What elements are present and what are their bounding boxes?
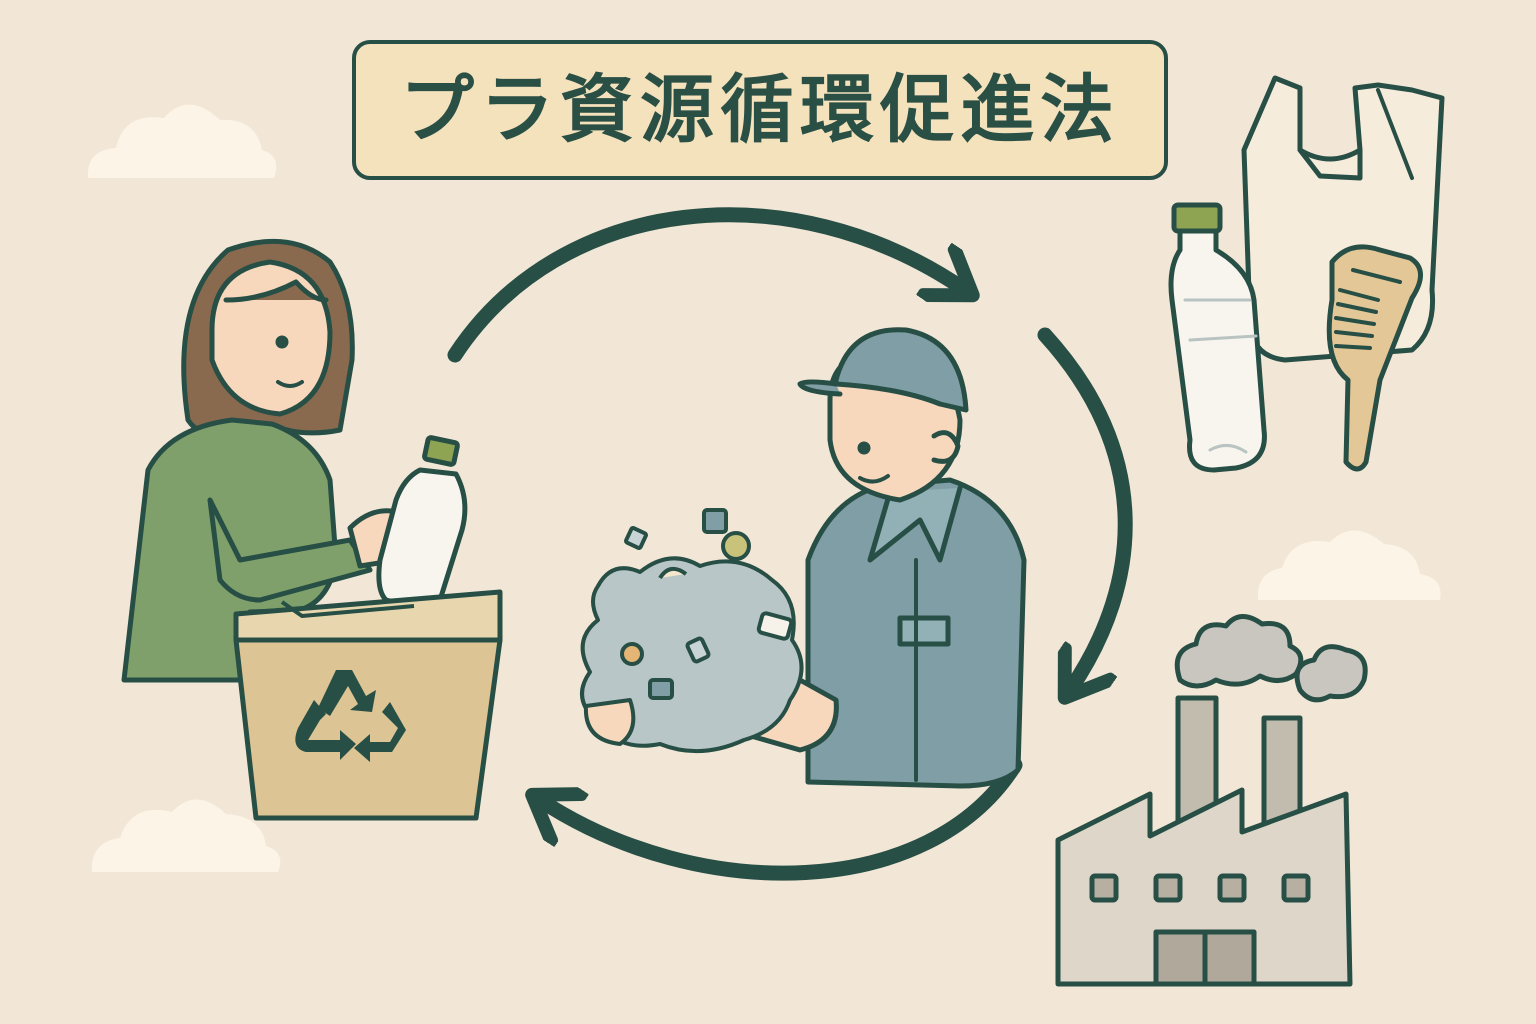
smoke-icon <box>1294 644 1368 703</box>
plastic-waste-icon <box>580 508 804 754</box>
plastic-bottle-icon <box>1168 202 1267 473</box>
cloud-icon <box>1257 530 1441 600</box>
cloud-icon <box>91 799 281 872</box>
smoke-icon <box>1174 614 1304 689</box>
factory-icon <box>1055 614 1368 987</box>
hand <box>583 698 636 746</box>
cap <box>833 327 969 413</box>
plastic-products-icon <box>1168 75 1445 473</box>
comb-icon <box>1326 244 1423 472</box>
title-banner: プラ資源循環促進法 <box>352 40 1168 180</box>
recycle-symbol-icon <box>295 670 406 762</box>
page-title: プラ資源循環促進法 <box>400 67 1120 153</box>
plastic-bottle-icon <box>376 435 468 610</box>
cloud-icon <box>87 104 277 178</box>
face <box>209 259 333 417</box>
cycle-arrows-icon <box>447 207 1133 881</box>
recycle-bin-icon <box>233 589 503 821</box>
